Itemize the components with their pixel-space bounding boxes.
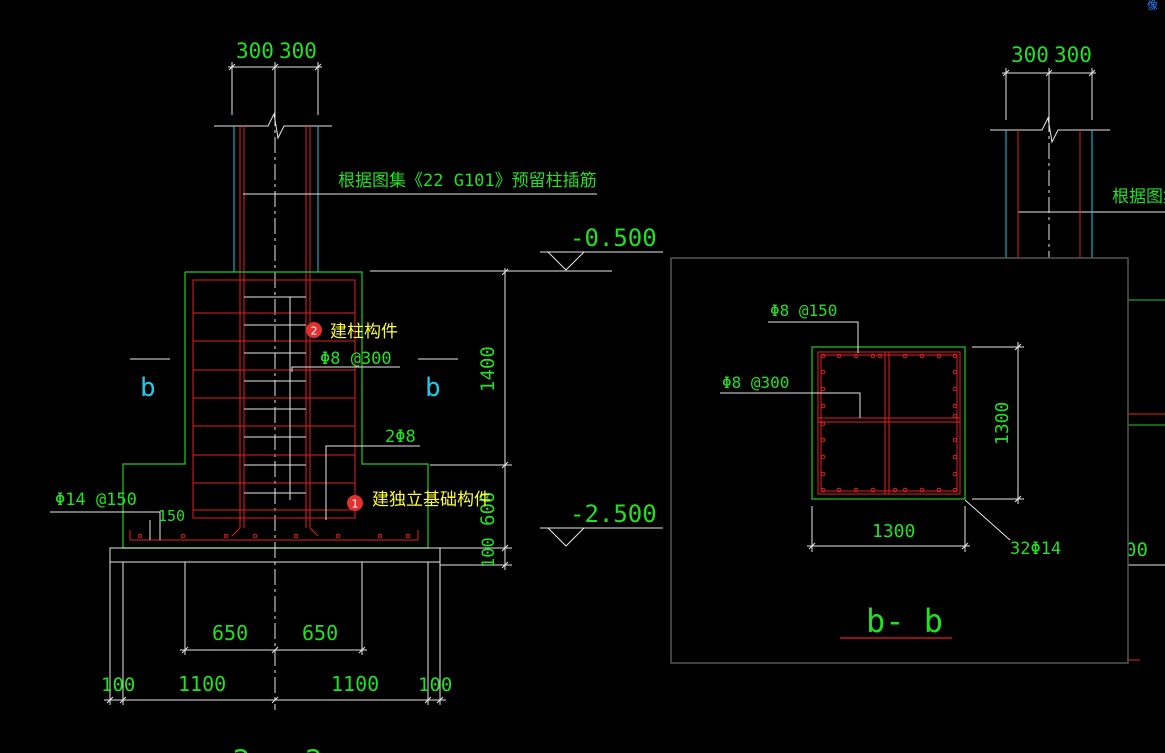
base-dim-outer-3: 1100 [331, 672, 379, 696]
right-top-dim-right: 300 [1054, 43, 1092, 67]
popup-frame[interactable] [670, 257, 1129, 664]
right-dim-partial: 00 [1125, 539, 1148, 561]
base-dim-outer-4: 100 [418, 674, 452, 696]
base-dim-inner-left: 650 [212, 621, 248, 645]
section-dim-bottom: 1300 [872, 521, 915, 542]
elevation-bottom-label: -2.500 [570, 500, 657, 528]
cushion-layer [109, 547, 441, 705]
base-dim-outer-1: 100 [101, 674, 135, 696]
vert-dim-600: 600 [477, 492, 499, 526]
marker-2-badge[interactable] [306, 322, 322, 338]
marker-1-label[interactable]: 建独立基础构件 [372, 490, 491, 510]
section-mark-right: b [425, 373, 441, 403]
top-dim-right: 300 [279, 39, 317, 63]
top-dimension [228, 62, 322, 115]
inner-stirrups [244, 296, 306, 500]
section-concrete-outline [811, 346, 966, 500]
right-note-partial: 根据图集 [1112, 187, 1165, 207]
tie-label: 2Φ8 [385, 427, 416, 447]
stirrup-label: Φ8 @300 [320, 349, 392, 369]
section-rebar-top-label: Φ8 @150 [770, 301, 837, 320]
section-leaders [720, 321, 1011, 541]
section-dim-right-lines [972, 342, 1024, 504]
section-dim-right: 1300 [992, 402, 1013, 445]
top-dim-left: 300 [236, 39, 274, 63]
marker-1-number: 1 [352, 498, 359, 511]
marker-2-label[interactable]: 建柱构件 [330, 322, 398, 342]
section-bb-popup[interactable]: Φ8 @150 Φ8 @300 1300 1300 32Φ14 b- b [670, 257, 1129, 664]
marker-1[interactable]: 1 建独立基础构件 [347, 490, 491, 511]
left-elevation-view: 300 300 根据图集《22 G101》预留柱插筋 [50, 39, 663, 753]
section-dim-bottom-lines [807, 506, 970, 552]
reserved-column-dowel-note: 根据图集《22 G101》预留柱插筋 [338, 171, 597, 191]
vertical-dimension [430, 268, 512, 570]
section-main-bars-label: 32Φ14 [1010, 539, 1061, 559]
right-top-dim-left: 300 [1011, 43, 1049, 67]
marker-1-badge[interactable] [347, 495, 363, 511]
section-mark-left: b [140, 373, 156, 403]
elevation-top-symbol [370, 251, 663, 272]
stirrup-leader [291, 366, 400, 372]
tie-leader [325, 445, 420, 520]
base-bar-label: Φ14 @150 [55, 490, 137, 510]
break-line [214, 112, 332, 140]
pedestal-rebar-cage [129, 279, 419, 541]
elevation-top-label: -0.500 [570, 224, 657, 252]
marker-2-number: 2 [311, 325, 318, 338]
vert-dim-1400: 1400 [477, 346, 499, 392]
vert-dim-100: 100 [479, 537, 499, 568]
right-elevation-view-partial: 300 300 根据图集 00 [990, 43, 1165, 661]
base-bar-leader [50, 511, 161, 540]
cover-dim-label: 150 [158, 507, 185, 525]
base-bar-dots [137, 533, 411, 539]
bottom-dimensions [104, 646, 446, 704]
base-dim-outer-2: 1100 [178, 672, 226, 696]
column-outline [233, 110, 319, 710]
section-main-bars [820, 353, 958, 493]
marker-2[interactable]: 2 建柱构件 [306, 322, 398, 342]
base-dim-inner-right: 650 [302, 621, 338, 645]
corner-label: 像 [1147, 0, 1158, 12]
bottom-section-label: a - a [232, 739, 322, 753]
section-rebar-side-label: Φ8 @300 [722, 373, 789, 392]
section-cross-ties [818, 352, 960, 494]
elevation-bottom-symbol [540, 527, 663, 547]
section-title: b- b [866, 602, 943, 640]
